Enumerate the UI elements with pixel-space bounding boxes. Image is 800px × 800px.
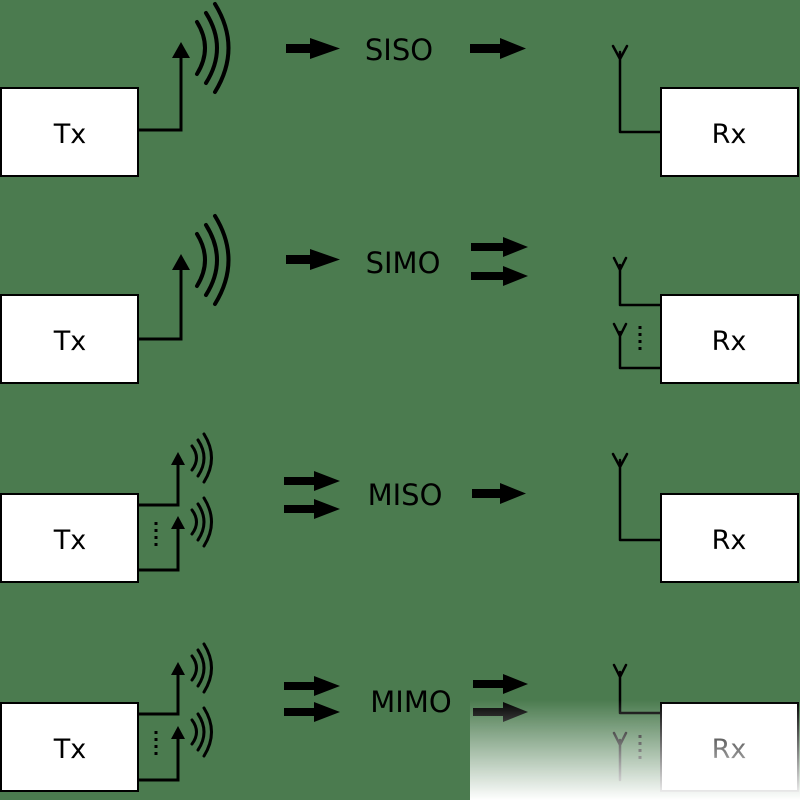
rx-block: Rx — [660, 493, 799, 583]
rx-label: Rx — [712, 119, 747, 150]
rx-antenna-array-icon — [612, 256, 662, 370]
rx-label: Rx — [712, 326, 747, 357]
simo-row: Tx SIMO Rx — [0, 214, 799, 384]
rx-antenna-icon — [611, 452, 662, 542]
arrow-right-icon — [470, 38, 526, 59]
corner-fade-overlay — [470, 700, 800, 800]
siso-row: Tx SISO Rx — [0, 2, 799, 177]
tx-label: Tx — [53, 326, 86, 357]
arrow-right-icon — [286, 38, 340, 59]
mode-label: SISO — [365, 33, 433, 67]
double-arrow-right-icon — [284, 471, 340, 519]
arrow-right-icon — [286, 249, 340, 270]
rx-block: Rx — [660, 294, 799, 384]
rx-label: Rx — [712, 525, 747, 556]
tx-block: Tx — [0, 493, 139, 583]
rx-block: Rx — [660, 87, 799, 177]
mode-label: MIMO — [370, 685, 451, 719]
arrow-right-icon — [472, 483, 526, 504]
tx-antenna-icon — [138, 2, 231, 132]
tx-block: Tx — [0, 702, 139, 792]
tx-label: Tx — [53, 119, 86, 150]
tx-block: Tx — [0, 294, 139, 384]
mode-label: SIMO — [366, 246, 441, 280]
mode-label: MISO — [368, 478, 443, 512]
tx-block: Tx — [0, 87, 139, 177]
miso-row: Tx MISO Rx — [0, 432, 799, 583]
tx-antenna-icon — [138, 214, 231, 341]
double-arrow-right-icon — [284, 676, 340, 722]
double-arrow-right-icon — [471, 237, 528, 286]
tx-antenna-array-icon — [138, 432, 213, 572]
rx-antenna-icon — [611, 44, 662, 134]
tx-label: Tx — [53, 734, 86, 765]
tx-label: Tx — [53, 525, 86, 556]
tx-antenna-array-icon — [138, 642, 213, 782]
